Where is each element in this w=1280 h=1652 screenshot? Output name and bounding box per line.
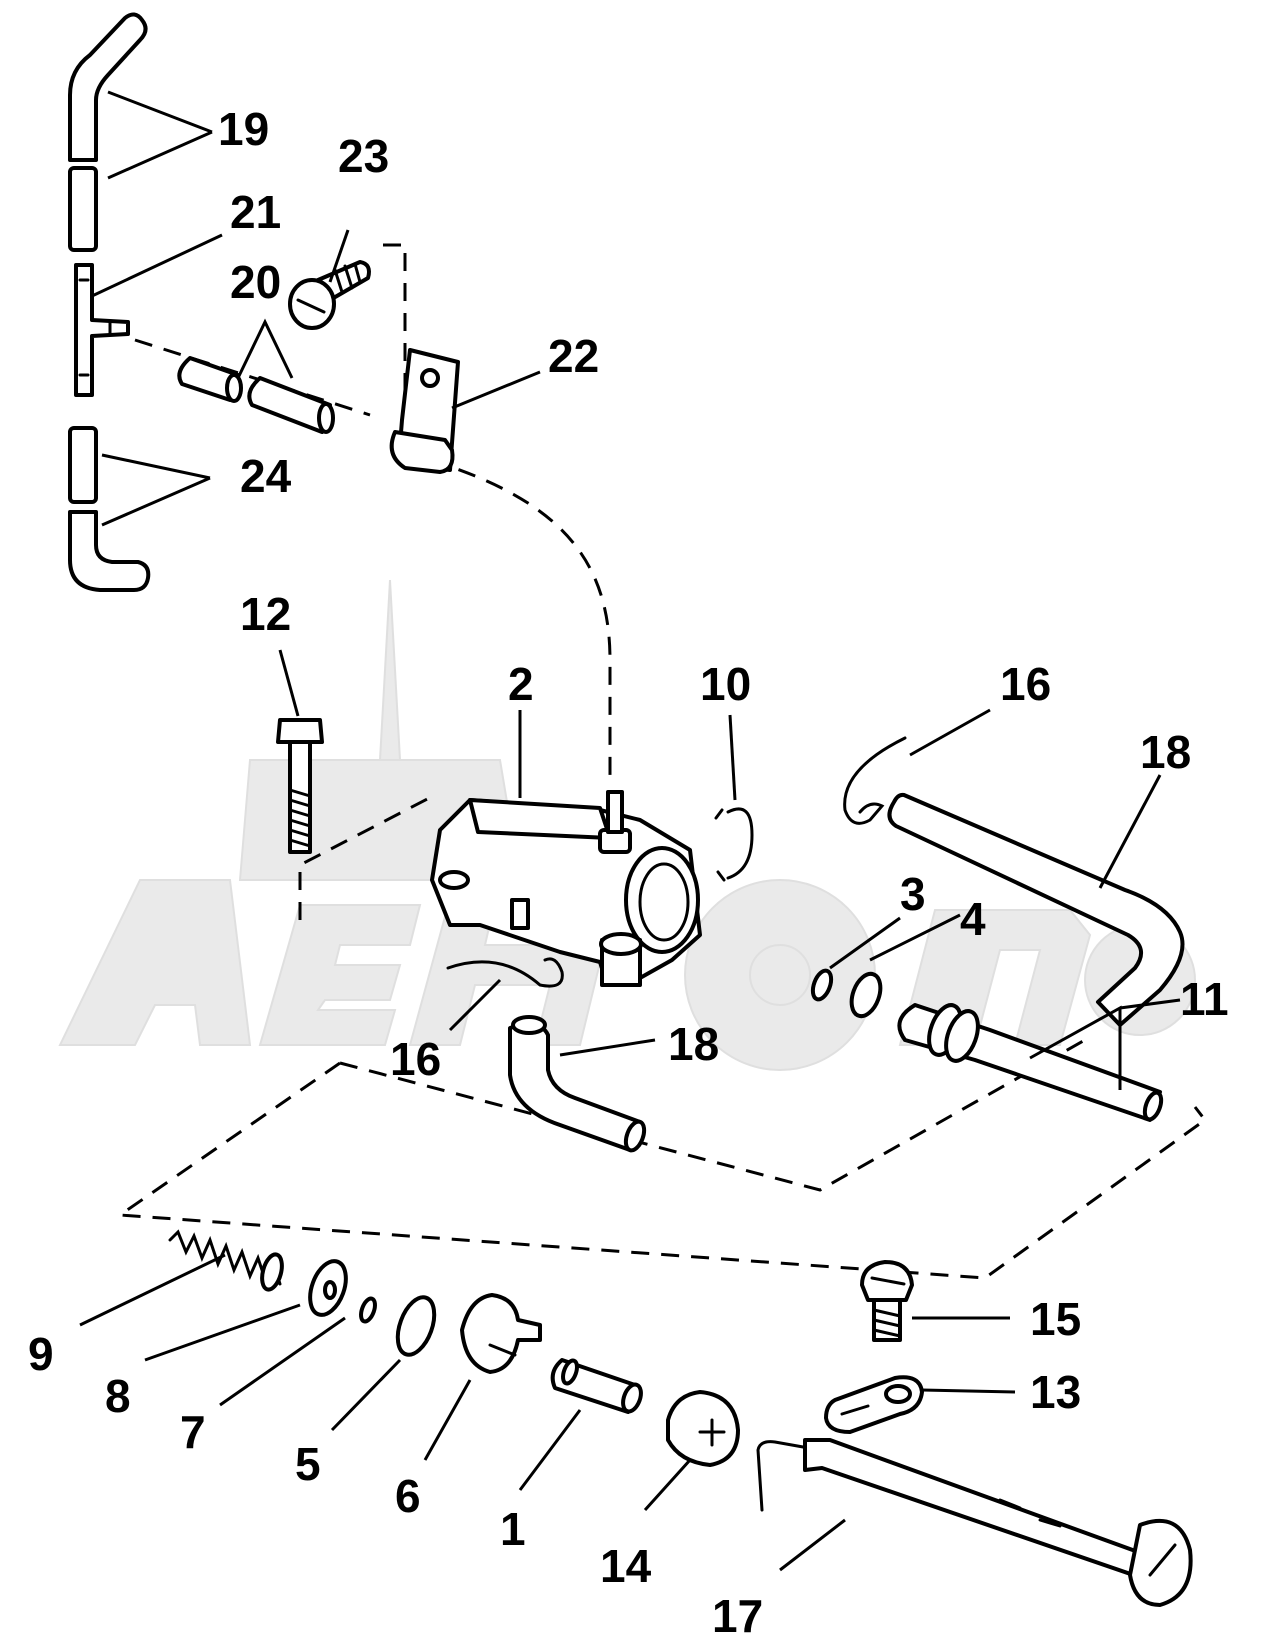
callout-labels: 19 23 21 20 22 24 12 2 10 16 18 3 4 16 1… [28,103,1229,1642]
o-ring-part-4 [849,971,883,1019]
callout-14: 14 [600,1540,652,1592]
cap-part-14 [666,1390,740,1467]
o-ring-part-5 [395,1295,437,1357]
callout-13: 13 [1030,1366,1081,1418]
callout-16-right: 16 [1000,658,1051,710]
tee-fitting-part-21 [74,263,130,397]
callout-12: 12 [240,588,291,640]
rod-part-18-right [887,792,1185,1027]
callout-24: 24 [240,450,292,502]
hose-sleeves-part-20 [177,356,335,434]
callout-11: 11 [1180,973,1229,1025]
shaft-part-11 [897,1003,1164,1122]
leader-lines [79,90,1181,1572]
valve-part-6 [460,1293,542,1374]
hose-part-24 [68,426,151,592]
screw-part-15 [860,1260,914,1342]
callout-4: 4 [960,893,986,945]
washer-part-8 [308,1259,348,1317]
cam-part-1 [550,1358,643,1414]
callout-7: 7 [180,1406,206,1458]
housing-part-2 [430,790,702,987]
callout-19: 19 [218,103,269,155]
callout-22: 22 [548,330,599,382]
bolt-part-12 [276,718,324,854]
callout-23: 23 [338,130,389,182]
callout-1: 1 [500,1503,526,1555]
rod-part-18-lower [508,1015,647,1153]
callout-6: 6 [395,1470,421,1522]
link-plate-part-13 [824,1375,924,1434]
callout-15: 15 [1030,1293,1081,1345]
callout-9: 9 [28,1328,54,1380]
assembly-guides [115,243,1208,1280]
o-ring-part-3 [810,968,834,1002]
callout-10: 10 [700,658,751,710]
spring-clip-part-16-left [446,957,564,988]
o-ring-part-7 [359,1296,377,1324]
spring-part-9 [168,1229,284,1292]
hose-part-19 [68,12,148,252]
callout-2: 2 [508,658,534,710]
callout-18-lower: 18 [668,1018,719,1070]
callout-5: 5 [295,1438,321,1490]
screw-part-23 [288,260,371,330]
spring-clip-part-16-right [843,736,907,825]
clip-part-10 [714,807,754,882]
callout-20: 20 [230,256,281,308]
choke-rod-part-17 [756,1438,1193,1607]
callout-3: 3 [900,868,926,920]
callout-16-left: 16 [390,1033,441,1085]
callout-18-right: 18 [1140,726,1191,778]
callout-17: 17 [712,1590,763,1642]
callout-21: 21 [230,186,281,238]
clamp-part-22 [389,348,460,474]
callout-8: 8 [105,1370,131,1422]
